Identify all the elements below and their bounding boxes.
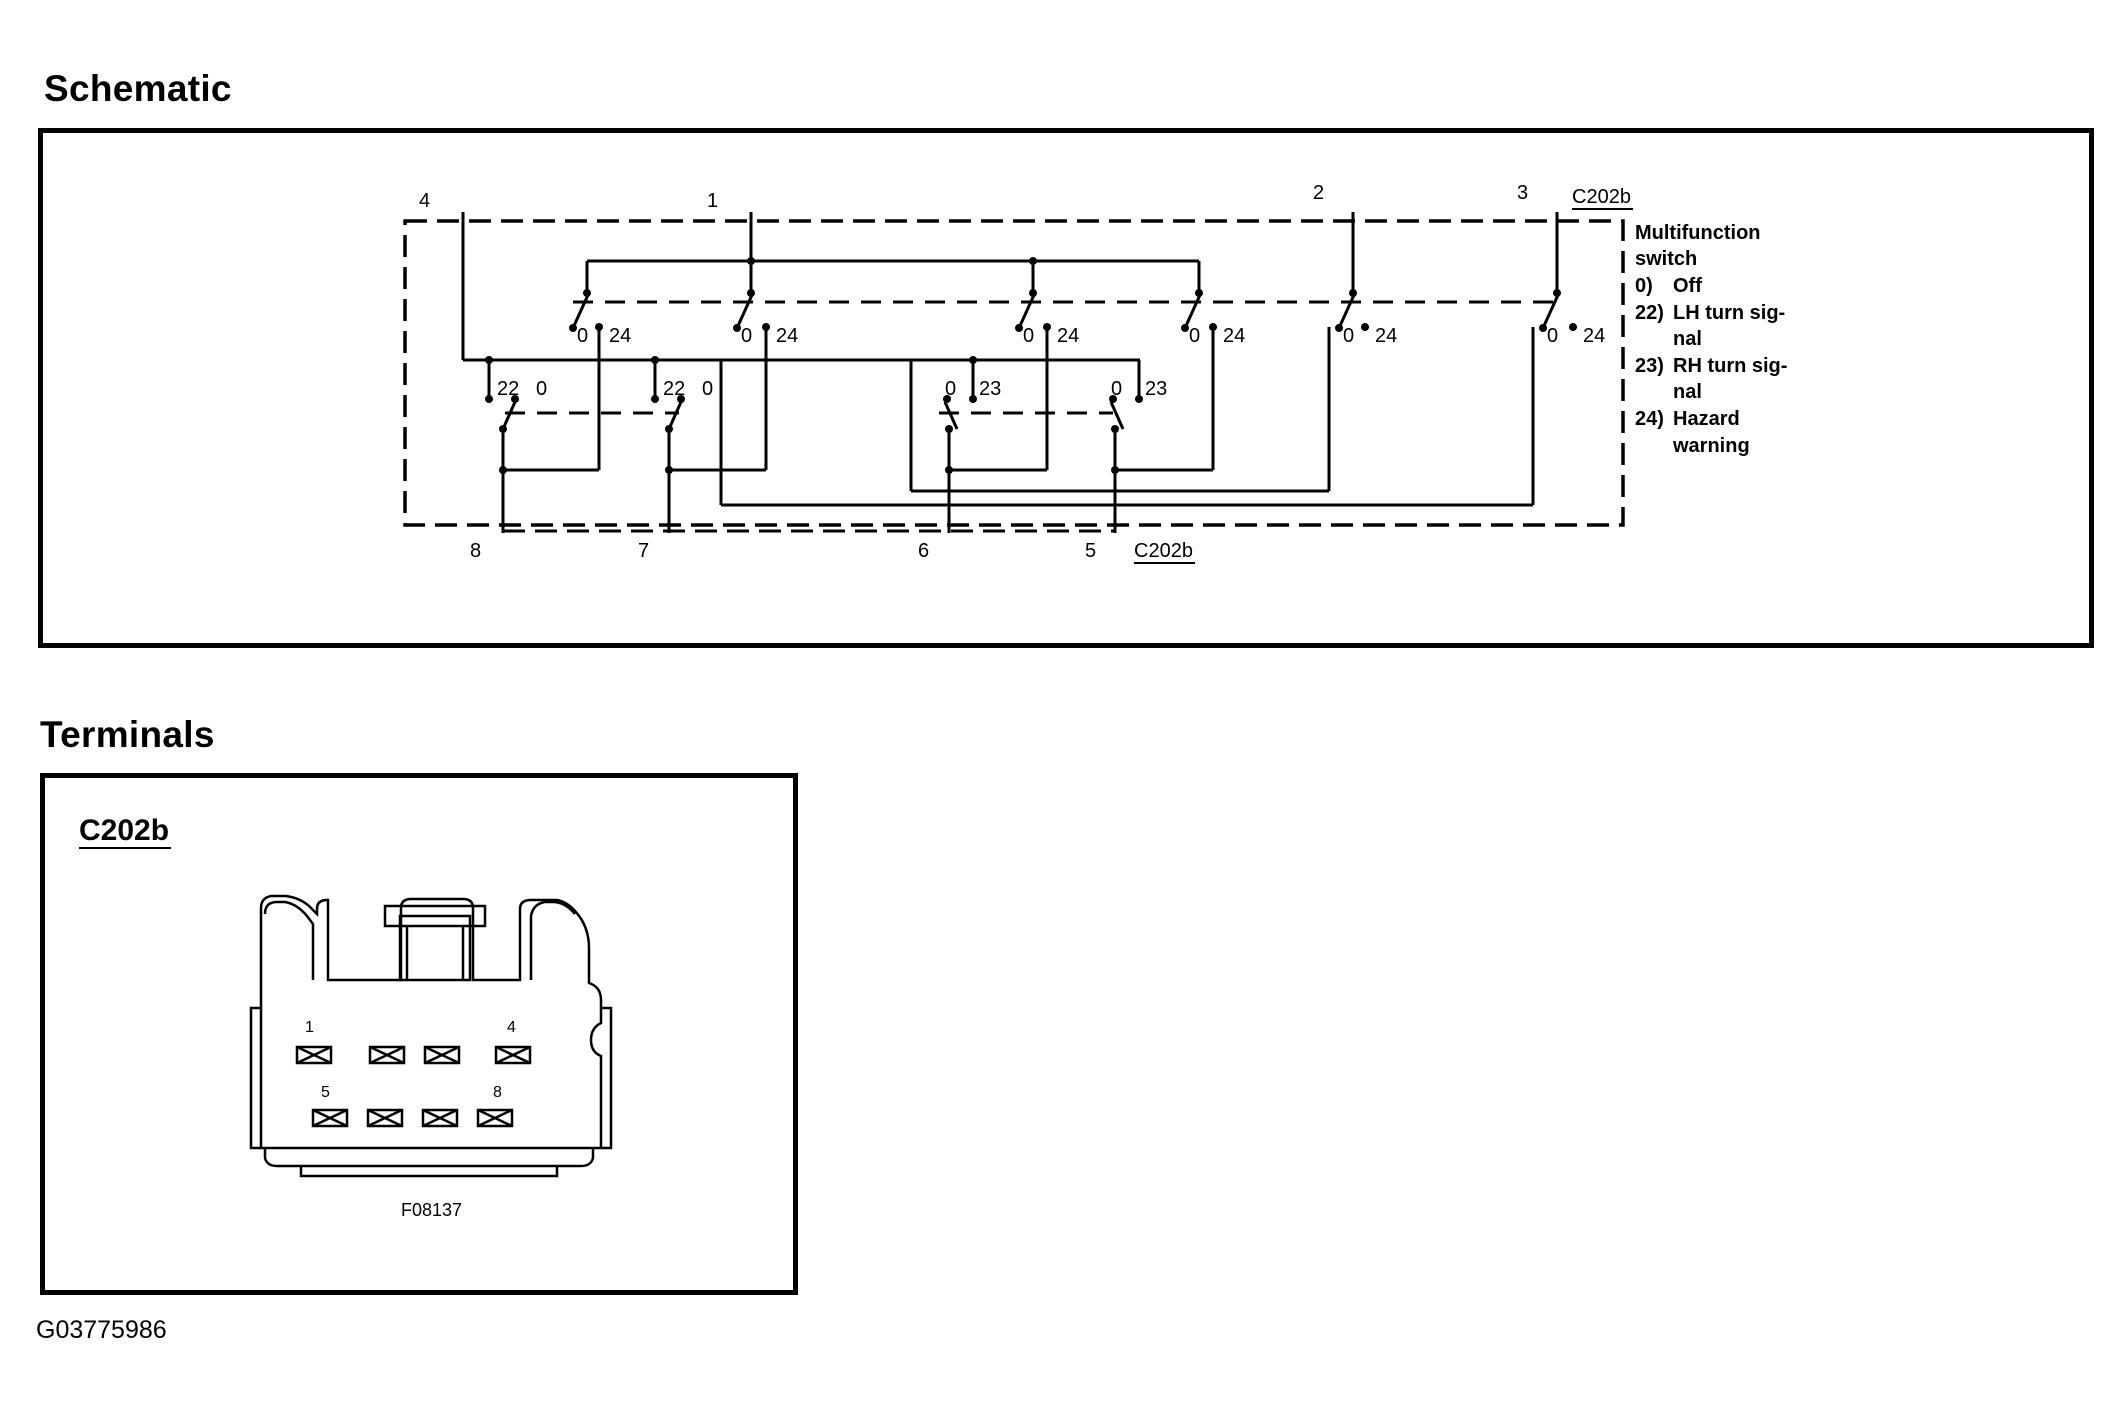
contact-22: 22	[497, 378, 519, 400]
contact-0: 0	[702, 378, 713, 400]
legend-text-lh-1: LH turn sig-	[1673, 302, 1785, 324]
schematic-diagram: 4 1 2 3 8 7 6 5 C202b C202b 0 24 0 24 0 …	[403, 182, 1787, 564]
legend-text-rh-1: RH turn sig-	[1673, 355, 1787, 377]
contact-24: 24	[1583, 325, 1605, 347]
terminals-panel: C202b	[40, 773, 798, 1295]
legend-text-rh-2: nal	[1673, 381, 1702, 403]
pin-label-3: 3	[1517, 182, 1528, 204]
cavity-number-5: 5	[321, 1084, 330, 1101]
cavity-number-4: 4	[507, 1019, 516, 1036]
cavity-3	[423, 1045, 461, 1065]
contact-24: 24	[1223, 325, 1245, 347]
legend-title-line2: switch	[1635, 248, 1697, 270]
connector-label-bottom: C202b	[1134, 540, 1193, 562]
connector-drawing: C202b	[79, 814, 613, 1220]
contact-0: 0	[536, 378, 547, 400]
connector-housing	[259, 894, 603, 1150]
cavity-2	[368, 1045, 406, 1065]
cavity-number-8: 8	[493, 1084, 502, 1101]
contact-24: 24	[609, 325, 631, 347]
cavity-number-1: 1	[305, 1019, 314, 1036]
contact-23: 23	[979, 378, 1001, 400]
connector-label-top: C202b	[1572, 186, 1631, 208]
switch-enclosure	[403, 219, 1625, 527]
legend-code-rh: 23)	[1635, 355, 1664, 377]
cavity-5	[311, 1108, 349, 1128]
schematic-heading: Schematic	[44, 68, 232, 109]
cavity-4	[494, 1045, 532, 1065]
pin-label-1: 1	[707, 190, 718, 212]
legend-text-off: Off	[1673, 275, 1702, 297]
cavity-7	[421, 1108, 459, 1128]
legend-title-line1: Multifunction	[1635, 222, 1761, 244]
pin-label-2: 2	[1313, 182, 1324, 204]
figure-id: F08137	[401, 1200, 462, 1220]
cavity-1	[295, 1045, 333, 1065]
legend-code-lh: 22)	[1635, 302, 1664, 324]
legend-text-lh-2: nal	[1673, 328, 1702, 350]
contact-0: 0	[577, 325, 588, 347]
bottom-pin-label-5: 5	[1085, 540, 1096, 562]
connector-label: C202b	[79, 814, 169, 847]
contact-23: 23	[1145, 378, 1167, 400]
cavity-6	[366, 1108, 404, 1128]
contact-0: 0	[1111, 378, 1122, 400]
bottom-pin-label-8: 8	[470, 540, 481, 562]
bottom-pin-label-7: 7	[638, 540, 649, 562]
contact-24: 24	[776, 325, 798, 347]
contact-0: 0	[945, 378, 956, 400]
legend-code-off: 0)	[1635, 275, 1653, 297]
legend-text-hazard-1: Hazard	[1673, 408, 1740, 430]
schematic-panel: 4 1 2 3 8 7 6 5 C202b C202b 0 24 0 24 0 …	[38, 128, 2094, 648]
contact-0: 0	[1189, 325, 1200, 347]
contact-0: 0	[1023, 325, 1034, 347]
contact-22: 22	[663, 378, 685, 400]
contact-0: 0	[1343, 325, 1354, 347]
legend-text-hazard-2: warning	[1672, 435, 1750, 457]
contact-24: 24	[1375, 325, 1397, 347]
pin-label-4: 4	[419, 190, 430, 212]
contact-0: 0	[741, 325, 752, 347]
contact-24: 24	[1057, 325, 1079, 347]
terminals-heading: Terminals	[40, 714, 215, 755]
contact-0: 0	[1547, 325, 1558, 347]
footer-id: G03775986	[36, 1316, 167, 1344]
bottom-pin-label-6: 6	[918, 540, 929, 562]
cavity-8	[476, 1108, 514, 1128]
legend-code-hazard: 24)	[1635, 408, 1664, 430]
